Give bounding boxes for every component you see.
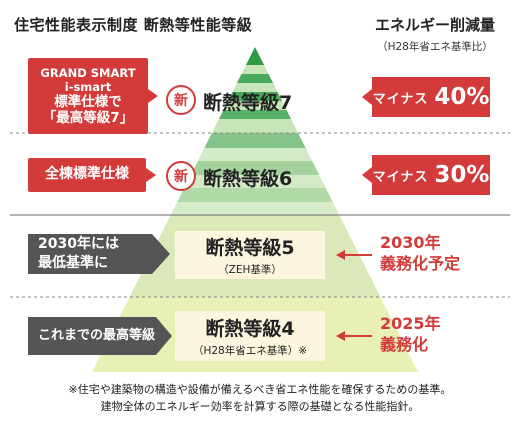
new-badge-grade7: 新 <box>166 85 196 115</box>
grade7-note-box: GRAND SMART i-smart 標準仕様で 「最高等級7」 <box>28 58 148 134</box>
grade4-year-line2: 義務化 <box>380 334 429 354</box>
pointer-minus6 <box>362 167 372 183</box>
band-grade6-1 <box>92 133 418 148</box>
grade5-note-line1: 2030年には <box>38 236 119 253</box>
grade5-label: 断熱等級5 <box>205 237 295 259</box>
grade7-note-line3: 標準仕様で <box>54 93 122 110</box>
band-grade7-2 <box>92 65 418 74</box>
grade5-level-box: 断熱等級5 （ZEH基準） <box>175 231 325 279</box>
grade6-reduction-text: マイナス <box>372 169 429 185</box>
grade5-note-box: 2030年には 最低基準に <box>28 234 152 274</box>
grade5-note-line2: 最低基準に <box>38 255 108 271</box>
grade7-note-line1: GRAND SMART <box>40 65 136 80</box>
grade7-reduction-pct: 40% <box>434 84 490 110</box>
reduction-note: （H28年省エネ基準比） <box>377 41 493 53</box>
grade6-reduction-tag: マイナス 30% <box>372 155 490 195</box>
grade4-year-line1: 2025年 <box>380 314 441 333</box>
grade6-label: 断熱等級6 <box>203 168 293 190</box>
grade4-note-box: これまでの最高等級 <box>28 317 156 355</box>
reduction-title: エネルギー削減量 <box>374 16 495 34</box>
band-grade7-5 <box>92 92 418 101</box>
pointer-grade4 <box>156 317 172 355</box>
grade7-label: 断熱等級7 <box>203 92 293 114</box>
footnote: ※住宅や建築物の構造や設備が備えるべき省エネ性能を確保するための基準。 建物全体… <box>0 381 520 415</box>
pointer-grade6 <box>146 168 156 182</box>
grade4-label: 断熱等級4 <box>205 318 295 340</box>
band-grade7-3 <box>92 74 418 83</box>
arrow-icon-grade4 <box>336 331 372 341</box>
grade5-year-line1: 2030年 <box>380 233 441 252</box>
grade7-note-line4: 「最高等級7」 <box>42 110 134 127</box>
grade4-year-note: 2025年 義務化 <box>380 314 441 356</box>
footnote-line1: ※住宅や建築物の構造や設備が備えるべき省エネ性能を確保するための基準。 <box>68 383 452 396</box>
grade4-sub: （H28年省エネ基準）※ <box>192 345 308 357</box>
grade4-level-box: 断熱等級4 （H28年省エネ基準）※ <box>175 311 325 361</box>
new-badge-grade6: 新 <box>166 161 196 191</box>
grade5-year-line2: 義務化予定 <box>380 253 461 273</box>
arrow-icon-grade5 <box>336 250 372 260</box>
page-title: 住宅性能表示制度 断熱等性能等級 <box>14 16 253 34</box>
pointer-grade5 <box>152 234 170 274</box>
grade6-note-box: 全棟標準仕様 <box>28 158 146 192</box>
grade4-note: これまでの最高等級 <box>38 328 156 344</box>
grade6-reduction-pct: 30% <box>434 162 490 188</box>
grade5-year-note: 2030年 義務化予定 <box>380 233 460 275</box>
grade5-sub: （ZEH基準） <box>218 264 282 276</box>
band-grade6-6 <box>92 202 418 215</box>
band-grade7-7 <box>92 110 418 119</box>
footnote-line2: 建物全体のエネルギー効率を計算する際の基礎となる性能指針。 <box>100 400 420 414</box>
band-grade7-4 <box>92 83 418 92</box>
grade7-reduction-text: マイナス <box>372 91 429 107</box>
pointer-minus7 <box>362 89 372 105</box>
pointer-grade7 <box>148 89 158 103</box>
grade7-reduction-tag: マイナス 40% <box>372 77 490 117</box>
grade7-note-line2: i-smart <box>64 79 112 94</box>
band-grade7-6 <box>92 101 418 110</box>
reduction-header: エネルギー削減量 （H28年省エネ基準比） <box>360 14 510 54</box>
grade6-note: 全棟標準仕様 <box>45 166 129 183</box>
